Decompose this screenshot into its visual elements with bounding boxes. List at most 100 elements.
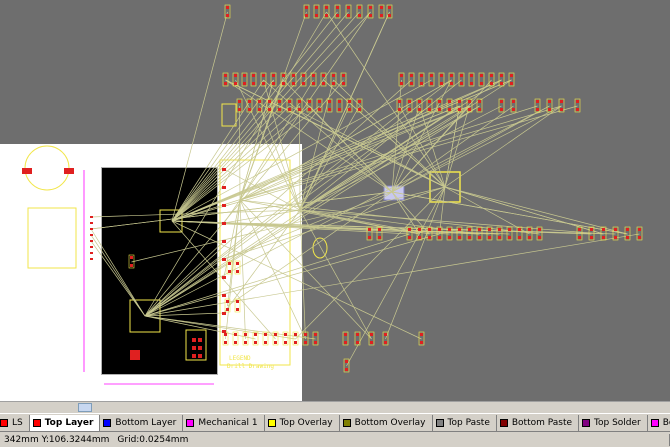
pad[interactable] xyxy=(236,270,239,273)
pad[interactable] xyxy=(236,308,239,311)
pad[interactable] xyxy=(408,236,411,239)
pad[interactable] xyxy=(272,74,275,77)
pad[interactable] xyxy=(308,108,311,111)
pad[interactable] xyxy=(252,82,255,85)
pad[interactable] xyxy=(268,100,271,103)
pad[interactable] xyxy=(410,82,413,85)
pad[interactable] xyxy=(305,14,308,17)
pad[interactable] xyxy=(222,186,226,189)
pad[interactable] xyxy=(222,240,226,243)
pad[interactable] xyxy=(536,108,539,111)
pad[interactable] xyxy=(576,108,579,111)
layer-tab-top-layer[interactable]: Top Layer xyxy=(29,414,101,431)
pad[interactable] xyxy=(528,228,531,231)
pad[interactable] xyxy=(400,74,403,77)
pad[interactable] xyxy=(500,100,503,103)
pad[interactable] xyxy=(238,100,241,103)
pad[interactable] xyxy=(198,338,202,342)
pad[interactable] xyxy=(236,300,239,303)
pad[interactable] xyxy=(410,74,413,77)
pad[interactable] xyxy=(228,270,231,273)
pad[interactable] xyxy=(369,6,372,9)
pad[interactable] xyxy=(288,100,291,103)
pad[interactable] xyxy=(438,236,441,239)
pad[interactable] xyxy=(510,74,513,77)
pad[interactable] xyxy=(236,262,239,265)
pad[interactable] xyxy=(428,228,431,231)
pad[interactable] xyxy=(238,108,241,111)
pad[interactable] xyxy=(274,333,277,336)
pad[interactable] xyxy=(244,333,247,336)
pad[interactable] xyxy=(578,228,581,231)
pad[interactable] xyxy=(314,333,317,336)
pad[interactable] xyxy=(278,108,281,111)
pad[interactable] xyxy=(90,252,93,254)
pad[interactable] xyxy=(500,108,503,111)
scrollbar-thumb[interactable] xyxy=(78,403,92,412)
pad[interactable] xyxy=(458,100,461,103)
pad[interactable] xyxy=(226,300,229,303)
pad[interactable] xyxy=(278,100,281,103)
pad[interactable] xyxy=(428,108,431,111)
pad[interactable] xyxy=(418,100,421,103)
layer-tab-bottom-overlay[interactable]: Bottom Overlay xyxy=(340,414,433,431)
pad[interactable] xyxy=(420,333,423,336)
pad[interactable] xyxy=(90,240,93,242)
pad[interactable] xyxy=(440,74,443,77)
pad[interactable] xyxy=(248,108,251,111)
pad[interactable] xyxy=(254,333,257,336)
pad[interactable] xyxy=(336,14,339,17)
pad[interactable] xyxy=(345,368,348,371)
pad[interactable] xyxy=(518,236,521,239)
pad[interactable] xyxy=(480,74,483,77)
layer-tab-bottom-paste[interactable]: Bottom Paste xyxy=(497,414,580,431)
pad[interactable] xyxy=(325,14,328,17)
pad[interactable] xyxy=(408,100,411,103)
pad[interactable] xyxy=(384,341,387,344)
pad[interactable] xyxy=(292,82,295,85)
pad[interactable] xyxy=(332,82,335,85)
pad[interactable] xyxy=(398,100,401,103)
pad[interactable] xyxy=(90,234,93,236)
pad[interactable] xyxy=(314,341,317,344)
pad[interactable] xyxy=(315,14,318,17)
pad[interactable] xyxy=(418,228,421,231)
pad[interactable] xyxy=(294,341,297,344)
pad[interactable] xyxy=(284,333,287,336)
pad[interactable] xyxy=(130,256,133,259)
pad[interactable] xyxy=(388,14,391,17)
pad[interactable] xyxy=(318,108,321,111)
pad[interactable] xyxy=(614,228,617,231)
pad[interactable] xyxy=(458,108,461,111)
pad[interactable] xyxy=(438,108,441,111)
pad[interactable] xyxy=(548,100,551,103)
pad[interactable] xyxy=(284,341,287,344)
pad[interactable] xyxy=(498,236,501,239)
pad[interactable] xyxy=(438,100,441,103)
pad[interactable] xyxy=(478,236,481,239)
pad[interactable] xyxy=(222,222,226,225)
layer-tab-top-paste[interactable]: Top Paste xyxy=(433,414,497,431)
pad[interactable] xyxy=(512,108,515,111)
pad[interactable] xyxy=(338,108,341,111)
pad[interactable] xyxy=(244,341,247,344)
pad[interactable] xyxy=(380,6,383,9)
pad[interactable] xyxy=(420,82,423,85)
pad[interactable] xyxy=(536,100,539,103)
layer-tab-bottom-layer[interactable]: Bottom Layer xyxy=(100,414,184,431)
pad[interactable] xyxy=(500,74,503,77)
layer-tab-bottom-solder[interactable]: Bottom Solder xyxy=(648,415,670,431)
pad[interactable] xyxy=(224,341,227,344)
pad[interactable] xyxy=(538,228,541,231)
pad[interactable] xyxy=(368,236,371,239)
pad[interactable] xyxy=(234,82,237,85)
pad[interactable] xyxy=(258,108,261,111)
pad[interactable] xyxy=(342,74,345,77)
pad[interactable] xyxy=(348,108,351,111)
pad[interactable] xyxy=(282,74,285,77)
pad[interactable] xyxy=(478,108,481,111)
pad[interactable] xyxy=(328,100,331,103)
pad[interactable] xyxy=(234,333,237,336)
pad[interactable] xyxy=(626,228,629,231)
pad[interactable] xyxy=(294,333,297,336)
